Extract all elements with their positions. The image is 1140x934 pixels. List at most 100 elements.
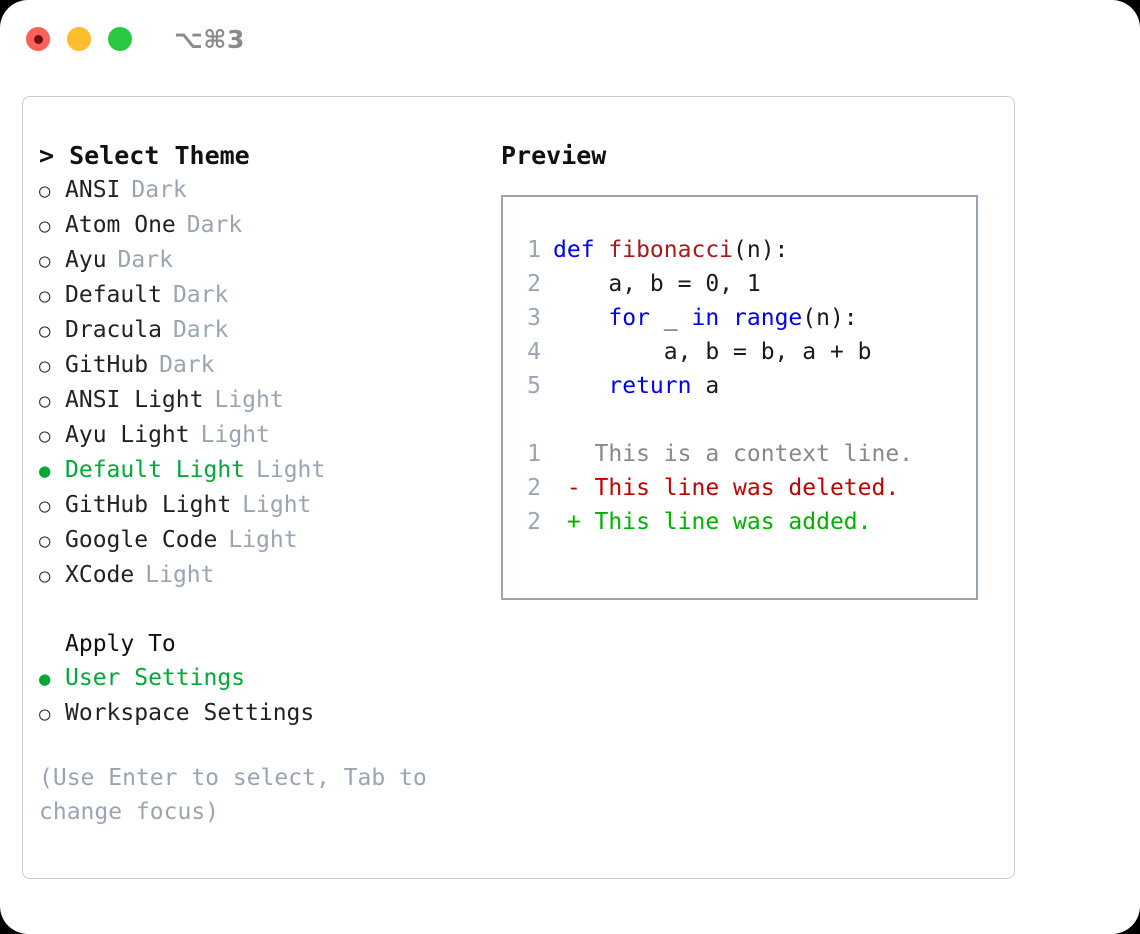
code-token	[553, 305, 608, 331]
line-number: 5	[527, 373, 541, 399]
code-content: a, b = b, a + b	[553, 335, 872, 369]
code-content: for _ in range(n):	[553, 301, 858, 335]
radio-icon[interactable]: ○	[39, 565, 51, 587]
code-line: 5 return a	[517, 369, 976, 403]
preview-column: Preview 1 def fibonacci(n): 2 a, b = 0, …	[485, 139, 1014, 878]
theme-list: ○ ANSI Dark ○ Atom One Dark ○ Ayu Dark	[39, 173, 485, 593]
title-bar: ⌥⌘3	[0, 0, 1140, 78]
theme-option-default-dark[interactable]: ○ Default Dark	[39, 278, 485, 313]
theme-option-label: GitHub	[65, 352, 149, 378]
radio-icon[interactable]: ○	[39, 390, 51, 412]
code-token: a	[691, 373, 720, 399]
radio-selected-icon[interactable]: ●	[39, 668, 51, 690]
theme-option-default-light[interactable]: ● Default Light Light	[39, 453, 485, 488]
radio-icon[interactable]: ○	[39, 215, 51, 237]
radio-icon[interactable]: ○	[39, 530, 51, 552]
radio-icon[interactable]: ○	[39, 285, 51, 307]
radio-icon[interactable]: ○	[39, 703, 51, 725]
line-number: 4	[527, 339, 541, 365]
theme-option-label: Default Light	[65, 457, 246, 483]
code-token: def	[553, 237, 609, 263]
theme-option-github-dark[interactable]: ○ GitHub Dark	[39, 348, 485, 383]
line-number: 1	[527, 441, 541, 467]
theme-option-ayu-light[interactable]: ○ Ayu Light Light	[39, 418, 485, 453]
radio-icon[interactable]: ○	[39, 180, 51, 202]
code-blank-line	[517, 403, 976, 437]
radio-selected-icon[interactable]: ●	[39, 460, 51, 482]
radio-icon[interactable]: ○	[39, 495, 51, 517]
theme-option-label: XCode	[65, 562, 135, 588]
theme-option-label: Ayu Light	[65, 422, 190, 448]
theme-option-dracula-dark[interactable]: ○ Dracula Dark	[39, 313, 485, 348]
theme-option-tag: Dark	[172, 317, 229, 343]
theme-option-ayu-dark[interactable]: ○ Ayu Dark	[39, 243, 485, 278]
apply-to-option-label: Workspace Settings	[65, 700, 315, 726]
theme-list-column: > Select Theme ○ ANSI Dark ○ Atom One Da…	[23, 139, 485, 878]
theme-option-ansi-light[interactable]: ○ ANSI Light Light	[39, 383, 485, 418]
theme-option-tag: Dark	[186, 212, 243, 238]
theme-option-tag: Light	[214, 387, 284, 413]
diff-content: + This line was added.	[553, 509, 872, 535]
theme-option-label: Ayu	[65, 247, 107, 273]
theme-option-tag: Light	[256, 457, 326, 483]
diff-content: This is a context line.	[553, 441, 914, 467]
code-token: (n):	[733, 237, 789, 263]
theme-option-tag: Light	[242, 492, 312, 518]
code-token: fibonacci	[608, 237, 734, 263]
apply-to-heading: Apply To	[65, 631, 176, 657]
theme-option-label: ANSI	[65, 177, 121, 203]
line-number: 3	[527, 305, 541, 331]
theme-option-xcode[interactable]: ○ XCode Light	[39, 558, 485, 593]
code-line: 1 def fibonacci(n):	[517, 233, 976, 267]
theme-option-tag: Light	[228, 527, 298, 553]
theme-option-label: Default	[65, 282, 162, 308]
radio-icon[interactable]: ○	[39, 250, 51, 272]
theme-picker-panel: > Select Theme ○ ANSI Dark ○ Atom One Da…	[22, 96, 1015, 879]
diff-line-deleted: 2 - This line was deleted.	[517, 471, 976, 505]
theme-option-ansi-dark[interactable]: ○ ANSI Dark	[39, 173, 485, 208]
code-content: a, b = 0, 1	[553, 267, 761, 301]
theme-option-tag: Dark	[131, 177, 187, 203]
minimize-button[interactable]	[67, 27, 91, 51]
code-token: a, b = 0, 1	[553, 271, 761, 297]
code-line: 3 for _ in range(n):	[517, 301, 976, 335]
code-token: return	[608, 373, 692, 399]
theme-option-atom-one-dark[interactable]: ○ Atom One Dark	[39, 208, 485, 243]
radio-icon[interactable]: ○	[39, 320, 51, 342]
theme-option-tag: Light	[200, 422, 270, 448]
code-token: (n):	[802, 305, 858, 331]
apply-to-option-workspace-settings[interactable]: ○ Workspace Settings	[39, 696, 485, 731]
theme-option-google-code[interactable]: ○ Google Code Light	[39, 523, 485, 558]
close-button[interactable]	[26, 27, 50, 51]
theme-option-tag: Dark	[117, 247, 173, 273]
code-token: for	[608, 305, 650, 331]
code-token: _	[649, 305, 692, 331]
code-token	[553, 373, 608, 399]
diff-line-added: 2 + This line was added.	[517, 505, 976, 539]
maximize-button[interactable]	[108, 27, 132, 51]
keyboard-shortcut-label: ⌥⌘3	[174, 24, 245, 54]
theme-option-tag: Dark	[172, 282, 229, 308]
line-number: 2	[527, 509, 541, 535]
code-content: return a	[553, 369, 719, 403]
keyboard-hint-text: (Use Enter to select, Tab to change focu…	[39, 765, 427, 825]
code-line: 4 a, b = b, a + b	[517, 335, 976, 369]
theme-option-label: Google Code	[65, 527, 218, 553]
code-token: in range	[691, 305, 803, 331]
theme-option-github-light[interactable]: ○ GitHub Light Light	[39, 488, 485, 523]
theme-option-label: Dracula	[65, 317, 162, 343]
apply-to-list: ● User Settings ○ Workspace Settings	[39, 661, 485, 731]
line-number: 2	[527, 271, 541, 297]
diff-content: - This line was deleted.	[553, 475, 900, 501]
line-number: 1	[527, 237, 541, 263]
apply-to-option-label: User Settings	[65, 665, 246, 691]
diff-line-context: 1 This is a context line.	[517, 437, 976, 471]
apply-to-option-user-settings[interactable]: ● User Settings	[39, 661, 485, 696]
line-number: 2	[527, 475, 541, 501]
theme-option-tag: Light	[145, 562, 215, 588]
radio-icon[interactable]: ○	[39, 425, 51, 447]
radio-icon[interactable]: ○	[39, 355, 51, 377]
theme-option-tag: Dark	[159, 352, 215, 378]
preview-box: 1 def fibonacci(n): 2 a, b = 0, 1 3 for …	[501, 195, 978, 600]
